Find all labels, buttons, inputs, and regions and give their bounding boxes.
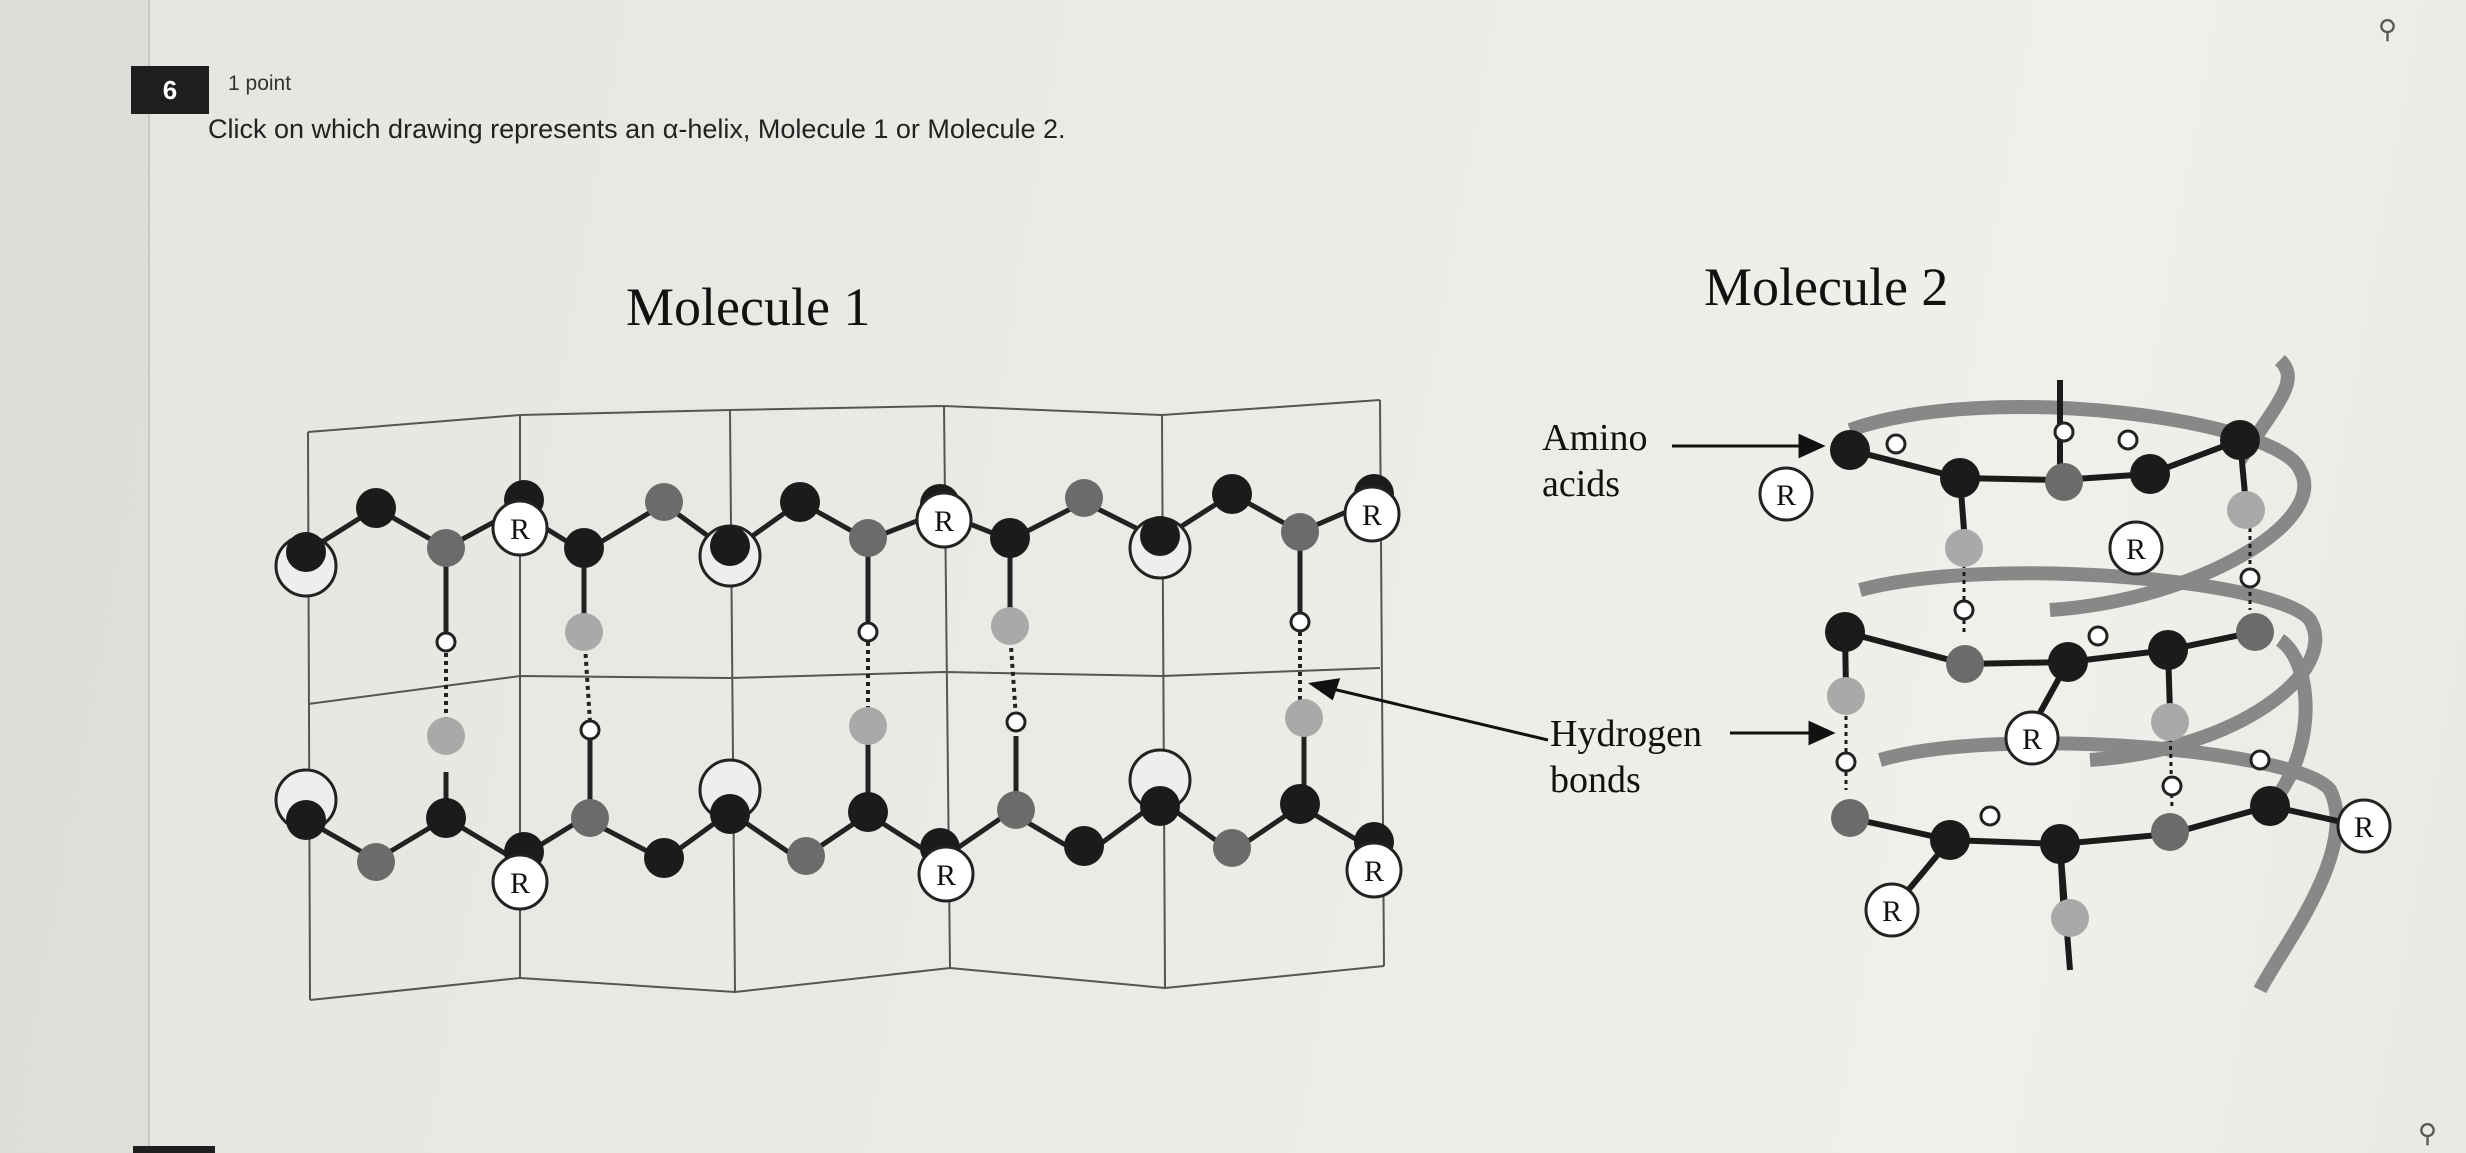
hydrogen-bonds-label-line2: bonds xyxy=(1550,759,1641,801)
r-group-label: R xyxy=(510,867,530,900)
r-group-label: R xyxy=(2354,811,2374,844)
bottom-tab xyxy=(133,1146,215,1153)
hydrogen-bonds-label-line1: Hydrogen xyxy=(1550,713,1702,755)
amino-acids-label-line1: Amino xyxy=(1542,417,1648,459)
pin-icon[interactable]: ⚲ xyxy=(2378,14,2398,44)
molecule-1-title[interactable]: Molecule 1 xyxy=(626,277,871,337)
r-group-label: R xyxy=(1882,895,1902,928)
molecule-2-title[interactable]: Molecule 2 xyxy=(1704,257,1949,317)
question-points: 1 point xyxy=(228,72,292,95)
r-group-label: R xyxy=(1362,499,1382,532)
r-group-label: R xyxy=(1364,855,1384,888)
pin-icon-corner[interactable]: ⚲ xyxy=(2418,1118,2438,1148)
amino-acids-label-line2: acids xyxy=(1542,463,1621,505)
question-prompt: Click on which drawing represents an α-h… xyxy=(208,114,1066,144)
r-group-label: R xyxy=(510,513,530,546)
r-group-label: R xyxy=(1776,479,1796,512)
r-group-label: R xyxy=(934,505,954,538)
r-group-label: R xyxy=(936,859,956,892)
question-number-badge: 6 xyxy=(131,66,209,114)
r-group-label: R xyxy=(2126,533,2146,566)
r-group-label: R xyxy=(2022,723,2042,756)
